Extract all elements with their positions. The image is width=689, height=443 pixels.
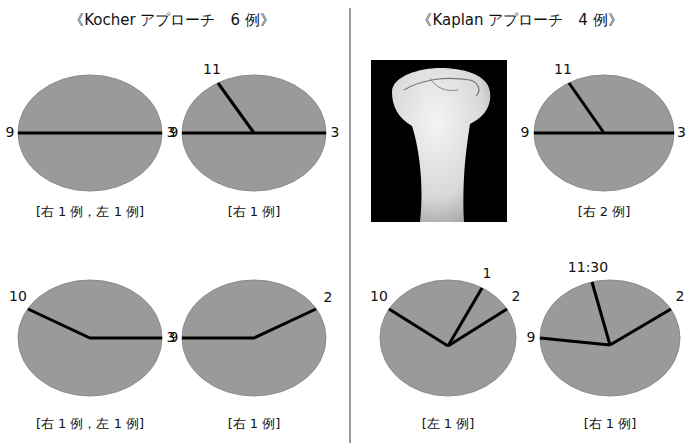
clock-face (18, 75, 162, 191)
case-count-caption: [右 1 例] (228, 205, 281, 219)
case-count-caption: [右 1 例] (584, 417, 637, 431)
clock-position-number: 9 (527, 330, 536, 345)
clock-position-number: 11 (554, 62, 572, 77)
clock-face (534, 75, 674, 191)
clock-face (540, 280, 680, 396)
clock-position-number: 9 (170, 330, 179, 345)
clock-position-number: 9 (170, 125, 179, 140)
clock-position-number: 11:30 (568, 260, 608, 275)
clock-face (380, 280, 516, 396)
clock-face (182, 280, 326, 396)
clock-face (18, 280, 162, 396)
clock-position-number: 2 (512, 289, 521, 304)
clock-position-number: 2 (324, 290, 333, 305)
bone-photo (371, 60, 507, 222)
case-count-caption: [右 1 例] (228, 417, 281, 431)
clock-position-number: 3 (677, 125, 686, 140)
section-heading: 《Kocher アプローチ 6 例》 (69, 12, 275, 29)
clock-position-number: 3 (331, 125, 340, 140)
clock-position-number: 10 (9, 289, 27, 304)
case-count-caption: [右 1 例，左 1 例] (36, 205, 144, 219)
divider-line (350, 8, 351, 443)
case-count-caption: [右 2 例] (578, 205, 631, 219)
clock-position-number: 10 (370, 289, 388, 304)
clock-position-number: 2 (676, 289, 685, 304)
case-count-caption: [左 1 例] (422, 417, 475, 431)
section-heading: 《Kaplan アプローチ 4 例》 (417, 12, 622, 29)
clock-face (182, 75, 326, 191)
clock-position-number: 9 (6, 125, 15, 140)
case-count-caption: [右 1 例，左 1 例] (36, 417, 144, 431)
clock-position-number: 11 (203, 62, 221, 77)
clock-position-number: 9 (521, 125, 530, 140)
clock-position-number: 1 (483, 266, 492, 281)
